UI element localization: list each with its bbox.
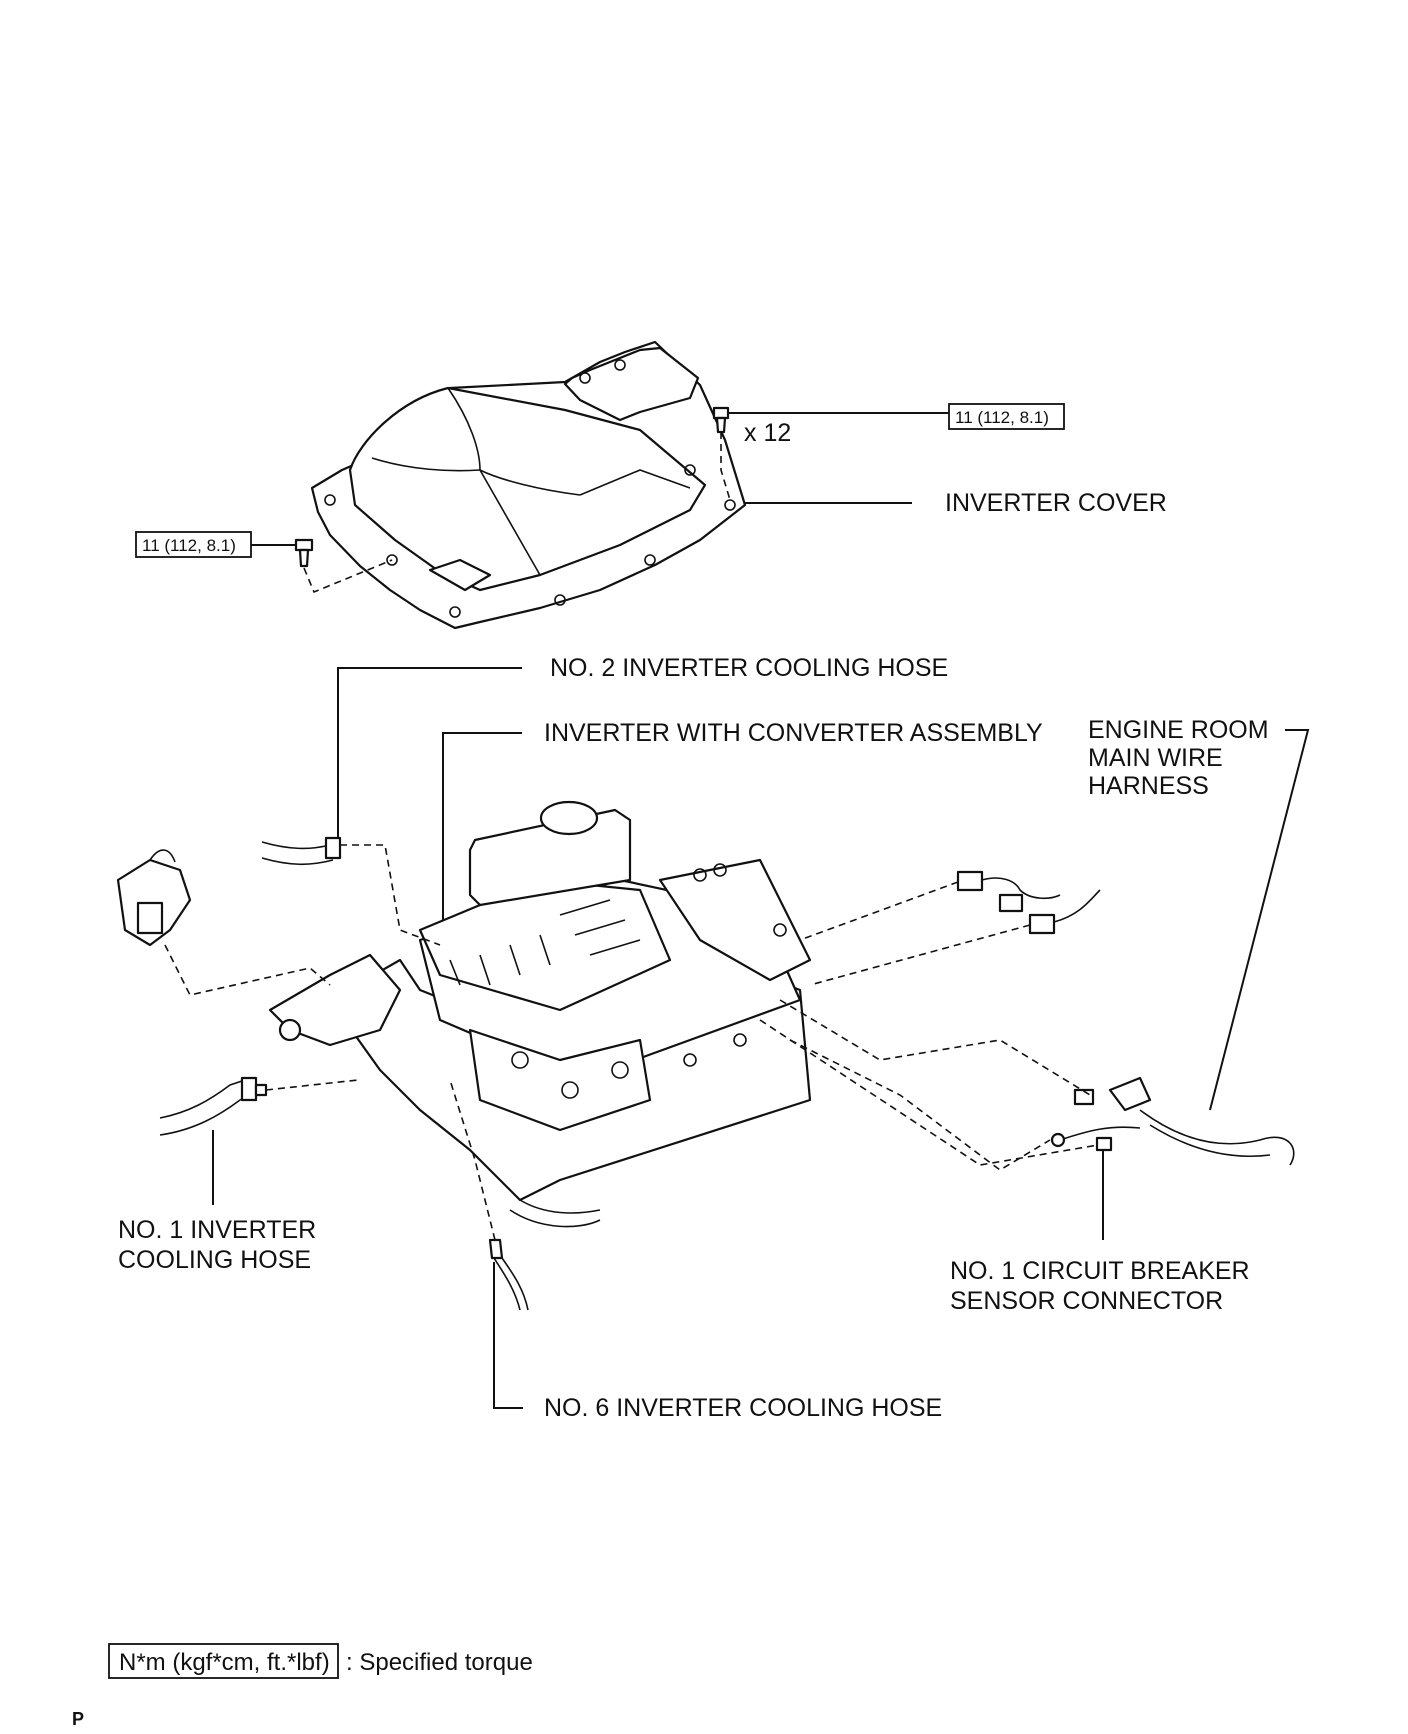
no2-hose-label: NO. 2 INVERTER COOLING HOSE xyxy=(550,654,948,682)
no2-hose-leader xyxy=(337,667,522,838)
inverter-cover-label: INVERTER COVER xyxy=(945,489,1167,517)
bolt-top-dash-line xyxy=(720,432,731,501)
no1-hose-dash-line xyxy=(265,1079,359,1091)
inverter-assembly-leader xyxy=(442,732,522,920)
harness-dash-line-2 xyxy=(789,1039,1051,1171)
circuit-breaker-label-line1: NO. 1 CIRCUIT BREAKER xyxy=(950,1257,1250,1285)
right-connector-dash-line-2 xyxy=(809,924,1031,986)
harness-label-line1: ENGINE ROOM xyxy=(1088,716,1269,744)
bolt-left-dash-line xyxy=(303,559,393,594)
harness-label-line3: HARNESS xyxy=(1088,772,1209,800)
bolt-quantity: x 12 xyxy=(744,419,791,447)
no6-hose-label: NO. 6 INVERTER COOLING HOSE xyxy=(544,1394,942,1422)
no2-hose-dash-line xyxy=(340,844,441,946)
cover-bolt-left-icon xyxy=(294,538,314,568)
no1-hose-label-line2: COOLING HOSE xyxy=(118,1246,311,1274)
footer-p-mark: P xyxy=(72,1709,84,1729)
harness-dash-line-1 xyxy=(779,999,1091,1096)
inverter-assembly-drawing xyxy=(268,800,812,1228)
torque-value-left: 11 (112, 8.1) xyxy=(142,536,236,555)
no2-cooling-hose-drawing xyxy=(261,836,342,866)
right-connector-dash-line-1 xyxy=(799,881,959,941)
no6-hose-dash-line xyxy=(449,1079,496,1241)
right-upper-connectors-drawing xyxy=(956,870,1101,935)
legend-unit-text: N*m (kgf*cm, ft.*lbf) xyxy=(119,1649,330,1676)
torque-box-top xyxy=(948,403,1065,430)
inverter-assembly-label: INVERTER WITH CONVERTER ASSEMBLY xyxy=(544,719,1043,747)
circuit-breaker-label-line2: SENSOR CONNECTOR xyxy=(950,1287,1223,1315)
left-connector-drawing xyxy=(116,849,192,947)
legend-unit-box xyxy=(108,1643,339,1679)
engine-room-harness-leader xyxy=(1209,729,1310,1111)
legend-description: : Specified torque xyxy=(346,1649,533,1676)
harness-dash-line-3 xyxy=(759,1019,1099,1166)
torque-value-top: 11 (112, 8.1) xyxy=(955,408,1049,427)
no1-hose-label-line1: NO. 1 INVERTER xyxy=(118,1216,316,1244)
no1-cooling-hose-drawing xyxy=(159,1076,268,1136)
no6-cooling-hose-drawing xyxy=(488,1238,529,1311)
inverter-cover-drawing xyxy=(310,340,747,630)
left-connector-dash-line xyxy=(164,944,331,996)
engine-room-harness-drawing xyxy=(1050,1076,1295,1166)
harness-label-line2: MAIN WIRE xyxy=(1088,744,1223,772)
no6-hose-leader xyxy=(493,1262,523,1409)
